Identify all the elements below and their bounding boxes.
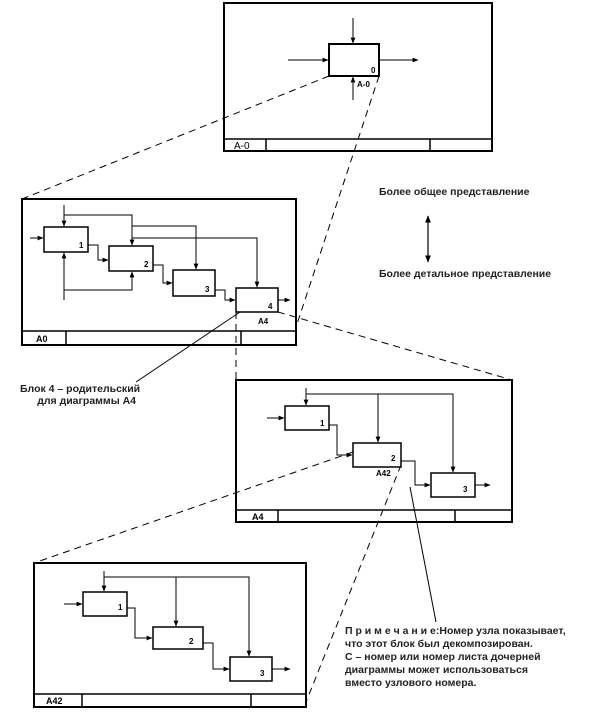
block-2 — [108, 245, 154, 272]
frame-node-label: A4 — [252, 512, 264, 522]
general-label: Более общее представление — [379, 186, 530, 198]
block-1 — [82, 591, 128, 617]
svg-text:3: 3 — [260, 669, 265, 678]
svg-text:1: 1 — [79, 241, 84, 250]
block-2 — [152, 626, 204, 650]
block-3 — [430, 472, 476, 498]
dashed-link — [277, 311, 513, 381]
svg-text:1: 1 — [320, 419, 325, 428]
frame-node-label: A-0 — [234, 141, 250, 152]
parent-block-label: Блок 4 – родительский для диаграммы А4 — [20, 383, 141, 407]
leader-line — [135, 311, 241, 383]
block-1 — [284, 405, 330, 431]
block-ref: A-0 — [357, 80, 370, 89]
detailed-label: Более детальное представление — [379, 268, 552, 280]
frame-node-label: A42 — [46, 696, 63, 706]
dashed-link — [21, 75, 330, 200]
svg-text:2: 2 — [189, 637, 194, 646]
svg-text:3: 3 — [463, 485, 468, 494]
svg-text:4: 4 — [268, 302, 273, 311]
block-ref: A4 — [258, 317, 269, 326]
frame-a4: A4 1 2 A42 3 — [235, 379, 513, 523]
dashed-link — [305, 464, 402, 703]
block-0 — [328, 43, 380, 77]
block-number: 0 — [371, 66, 376, 75]
frame-a42: A42 1 2 3 — [33, 562, 307, 708]
frame-a0: A0 1 2 3 4 A4 — [21, 198, 297, 346]
leader-line — [409, 486, 437, 623]
frame-node-label: A0 — [36, 334, 48, 344]
block-3 — [172, 269, 216, 297]
dashed-link — [295, 75, 380, 328]
svg-text:1: 1 — [118, 603, 123, 612]
frame-a-minus-0: A-0 0 A-0 — [223, 2, 493, 152]
svg-text:3: 3 — [205, 285, 210, 294]
note-text: П р и м е ч а н и е:Номер узла показывае… — [345, 625, 566, 689]
svg-text:2: 2 — [391, 454, 396, 463]
block-ref: A42 — [376, 469, 391, 478]
block-1 — [43, 226, 89, 253]
block-2 — [352, 442, 402, 468]
block-3 — [229, 656, 273, 682]
dashed-link — [33, 451, 354, 564]
block-4 — [235, 287, 279, 313]
svg-text:2: 2 — [144, 260, 149, 269]
